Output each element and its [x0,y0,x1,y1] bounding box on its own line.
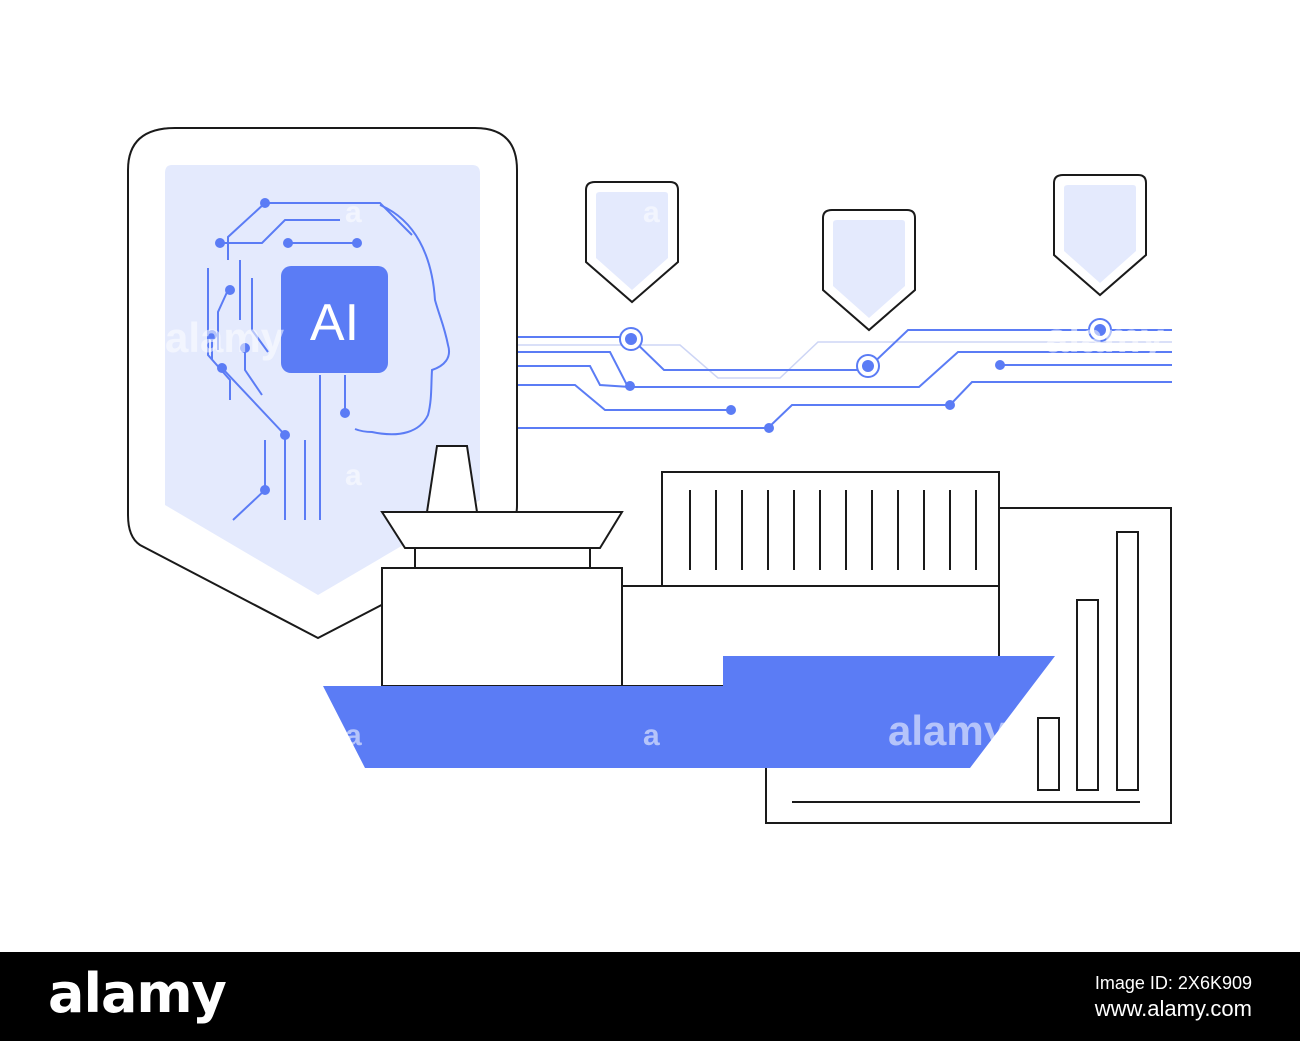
network-lines [518,329,1172,429]
chart-bar-3 [1116,531,1139,791]
ai-chip: AI [281,266,388,373]
small-shield-2 [822,209,916,332]
cargo-ship [323,445,1055,768]
svg-text:a: a [345,459,362,492]
svg-text:a: a [345,719,362,752]
svg-text:a: a [643,196,660,229]
watermark: alamy alamy alamy a a a a a [165,196,1165,754]
image-id: Image ID: 2X6K909 [1094,973,1252,993]
svg-text:a: a [345,196,362,229]
svg-text:a: a [643,719,660,752]
stock-footer-bar: alamy Image ID: 2X6K909 www.alamy.com [0,952,1300,1041]
network-nodes [619,318,1112,433]
small-shield-3 [1053,174,1147,297]
shipping-container [661,471,1000,588]
small-shield-1 [585,181,679,304]
ship-hull [323,656,1055,768]
svg-text:alamy: alamy [1045,314,1165,361]
ai-maritime-illustration: AI [127,127,1172,824]
ai-shield [127,127,518,640]
chart-bar-2 [1076,599,1099,791]
alamy-logo: alamy [48,962,227,1025]
svg-text:alamy: alamy [888,707,1008,754]
head-profile-outline [354,204,450,436]
chart-bar-1 [1037,717,1060,791]
svg-text:alamy: alamy [165,314,285,361]
ai-chip-label: AI [310,294,359,352]
site-url[interactable]: www.alamy.com [1094,996,1252,1021]
brain-circuit-nodes [207,198,362,495]
footer-meta: Image ID: 2X6K909 www.alamy.com [1095,970,1252,1022]
network-lines-light [518,341,1172,379]
